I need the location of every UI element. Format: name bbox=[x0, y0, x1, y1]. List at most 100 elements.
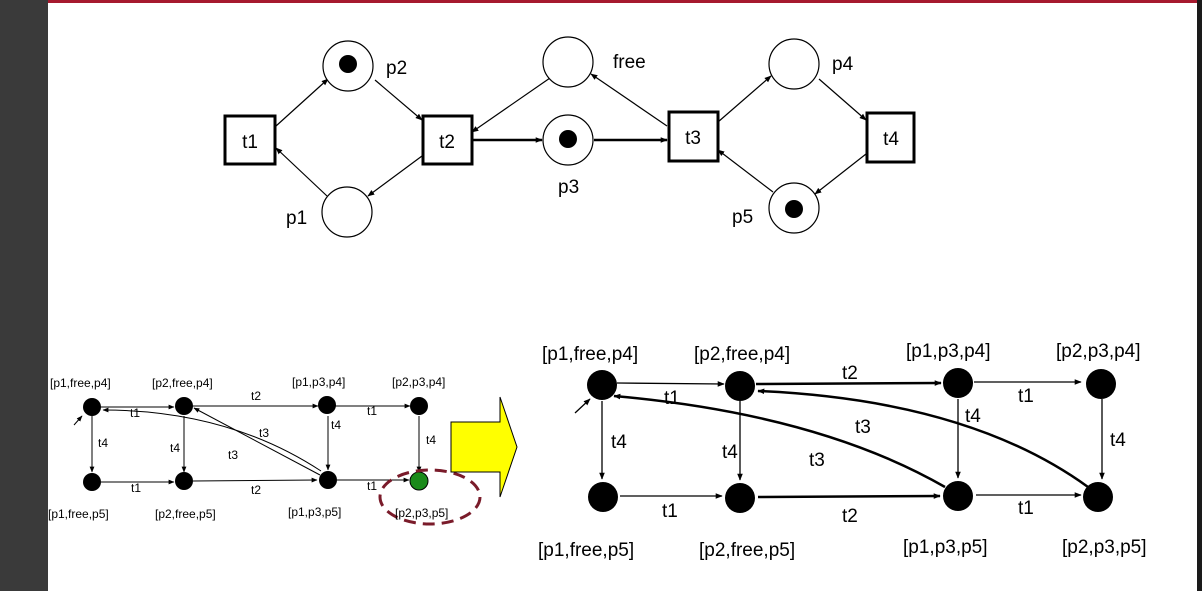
large-edge-label-s5-s6: t1 bbox=[662, 501, 678, 522]
small-edge-label-s7-s1: t3 bbox=[259, 426, 269, 440]
large-state-label-s2: [p2,free,p4] bbox=[694, 344, 790, 365]
small-state-s6 bbox=[175, 472, 193, 490]
large-edge-s1-s2 bbox=[616, 381, 725, 387]
small-graph-labels: [p1,free,p4] [p2,free,p4] [p1,p3,p4] [p2… bbox=[48, 375, 448, 521]
diagram-canvas: t1 t2 t3 t4 p2 p1 p3 free p4 p5 bbox=[48, 36, 1147, 561]
large-edge-label-s2-s6: t4 bbox=[722, 442, 738, 463]
small-state-label-s4: [p2,p3,p4] bbox=[392, 375, 445, 389]
small-state-label-s7: [p1,p3,p5] bbox=[288, 505, 341, 519]
token-p3 bbox=[559, 130, 577, 148]
arc-t2-p1 bbox=[367, 155, 423, 197]
place-p1 bbox=[321, 186, 373, 238]
token-p2 bbox=[339, 55, 357, 73]
small-edge-label-s1-s5: t4 bbox=[98, 436, 108, 450]
right-edge-border bbox=[1197, 0, 1202, 591]
arc-t1-p2 bbox=[275, 78, 329, 127]
small-state-label-s5: [p1,free,p5] bbox=[48, 507, 109, 521]
small-state-s1 bbox=[83, 398, 101, 416]
small-edge-s6-s7 bbox=[192, 477, 318, 483]
large-graph-labels: [p1,free,p4] [p2,free,p4] [p1,p3,p4] [p2… bbox=[538, 341, 1147, 561]
large-state-label-s8: [p2,p3,p5] bbox=[1062, 537, 1147, 558]
small-state-s5 bbox=[83, 473, 101, 491]
highlight-dashed-ellipse bbox=[378, 468, 482, 526]
transform-arrow-icon bbox=[450, 396, 518, 498]
arc-t3-p4 bbox=[717, 75, 772, 123]
token-p5 bbox=[785, 200, 803, 218]
transition-t1 bbox=[223, 114, 277, 166]
small-state-s7 bbox=[319, 471, 337, 489]
small-edge-label-s2-s3: t2 bbox=[251, 389, 261, 403]
petri-net-arcs bbox=[275, 73, 867, 197]
arc-t3-free bbox=[590, 73, 668, 127]
small-initial-arrow bbox=[73, 415, 83, 426]
small-edge-s7-s1 bbox=[102, 407, 322, 472]
transition-label-t2: t2 bbox=[439, 132, 455, 153]
large-state-label-s5: [p1,free,p5] bbox=[538, 540, 634, 561]
large-state-s7 bbox=[943, 481, 973, 511]
large-state-label-s3: [p1,p3,p4] bbox=[906, 341, 991, 362]
large-state-label-s6: [p2,free,p5] bbox=[699, 540, 795, 561]
slide: t1 t2 t3 t4 p2 p1 p3 free p4 p5 bbox=[48, 0, 1202, 591]
small-state-s8-highlighted bbox=[409, 471, 429, 491]
small-edge-label-s6-s7: t2 bbox=[251, 483, 261, 497]
large-initial-arrow bbox=[574, 398, 591, 414]
place-label-p1: p1 bbox=[286, 208, 307, 229]
large-state-s2 bbox=[725, 371, 755, 401]
transition-label-t1: t1 bbox=[242, 132, 258, 153]
large-state-label-s7: [p1,p3,p5] bbox=[903, 537, 988, 558]
large-reachability-graph: [p1,free,p4] [p2,free,p4] [p1,p3,p4] [p2… bbox=[538, 341, 1147, 561]
petri-net: t1 t2 t3 t4 p2 p1 p3 free p4 p5 bbox=[223, 36, 916, 238]
small-state-label-s1: [p1,free,p4] bbox=[50, 376, 111, 390]
transition-label-t3: t3 bbox=[685, 128, 701, 149]
small-edge-label-s3-s4: t1 bbox=[367, 404, 377, 418]
large-state-label-s1: [p1,free,p4] bbox=[542, 344, 638, 365]
large-edge-label-s3-s7: t4 bbox=[965, 406, 981, 427]
large-state-s5 bbox=[588, 482, 618, 512]
small-edge-label-s1-s2: t1 bbox=[130, 406, 140, 420]
small-edge-label-s7-s8: t1 bbox=[367, 479, 377, 493]
small-state-label-s2: [p2,free,p4] bbox=[152, 376, 213, 390]
large-edge-label-s4-s8: t4 bbox=[1110, 430, 1126, 451]
place-p4 bbox=[768, 38, 820, 90]
large-edge-label-s2-s3: t2 bbox=[842, 363, 858, 384]
small-edge-label-s3-s7: t4 bbox=[331, 418, 341, 432]
arc-p2-t2 bbox=[374, 79, 423, 121]
arc-p4-t4 bbox=[818, 78, 867, 121]
small-edge-label-s2-s6: t4 bbox=[170, 441, 180, 455]
small-graph-edges bbox=[73, 403, 422, 485]
large-edge-label-s7-s8: t1 bbox=[1018, 498, 1034, 519]
large-edge-label-s8-s2: t3 bbox=[855, 417, 871, 438]
small-state-s3 bbox=[318, 396, 336, 414]
place-label-free: free bbox=[613, 52, 646, 73]
transition-t3 bbox=[667, 110, 720, 163]
large-edge-label-s3-s4: t1 bbox=[1018, 386, 1034, 407]
arc-t4-p5 bbox=[814, 153, 867, 195]
place-free bbox=[542, 36, 594, 88]
small-edge-s7-s2 bbox=[193, 407, 321, 476]
large-edge-label-s1-s5: t4 bbox=[611, 432, 627, 453]
large-state-s8 bbox=[1083, 482, 1113, 512]
large-edge-s8-s2 bbox=[757, 388, 1089, 489]
place-label-p4: p4 bbox=[832, 54, 854, 75]
large-state-s1 bbox=[587, 370, 617, 400]
transition-t2 bbox=[421, 114, 474, 166]
arc-free-t2 bbox=[471, 77, 551, 133]
large-state-s4 bbox=[1086, 369, 1116, 399]
place-label-p2: p2 bbox=[386, 58, 407, 79]
small-edge-label-s4-s8: t4 bbox=[426, 433, 436, 447]
small-reachability-graph: [p1,free,p4] [p2,free,p4] [p1,p3,p4] [p2… bbox=[48, 375, 482, 526]
small-state-label-s8: [p2,p3,p5] bbox=[395, 506, 448, 520]
small-state-label-s3: [p1,p3,p4] bbox=[292, 375, 345, 389]
large-state-s6 bbox=[725, 483, 755, 513]
small-state-s2 bbox=[175, 397, 193, 415]
large-edge-s7-s1 bbox=[613, 393, 946, 489]
large-state-s3 bbox=[943, 368, 973, 398]
small-state-label-s6: [p2,free,p5] bbox=[155, 507, 216, 521]
arc-p1-t1 bbox=[275, 147, 328, 197]
petri-net-labels: t1 t2 t3 t4 p2 p1 p3 free p4 p5 bbox=[242, 52, 899, 229]
small-state-s4 bbox=[410, 397, 428, 415]
large-edge-label-s7-s1: t3 bbox=[809, 450, 825, 471]
large-edge-s2-s3 bbox=[755, 380, 942, 386]
place-label-p3: p3 bbox=[558, 177, 579, 198]
small-edge-label-s5-s6: t1 bbox=[131, 481, 141, 495]
